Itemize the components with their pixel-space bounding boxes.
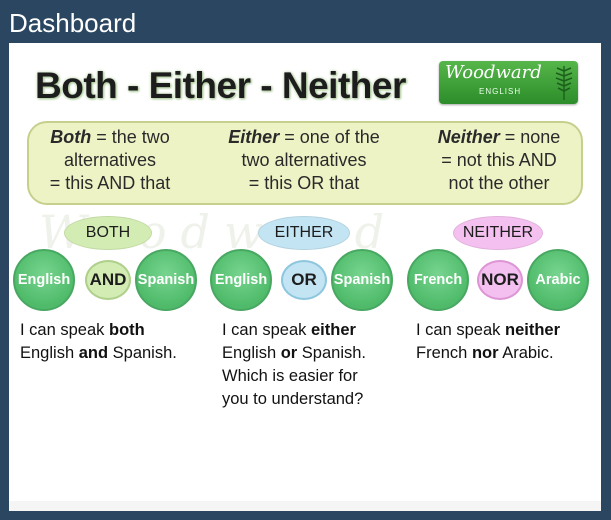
definition-line: = none xyxy=(499,127,561,147)
definition-neither: Neither = none = not this AND not the ot… xyxy=(424,126,574,195)
language-circle-french: French xyxy=(407,249,469,311)
language-circle-arabic: Arabic xyxy=(527,249,589,311)
logo-subtitle: ENGLISH xyxy=(479,87,522,96)
example-text: Spanish. xyxy=(297,344,366,362)
definition-either: Either = one of the two alternatives = t… xyxy=(214,126,394,195)
language-circle-spanish: Spanish xyxy=(135,249,197,311)
definition-line: two alternatives xyxy=(241,150,367,170)
example-both: I can speak both English and Spanish. xyxy=(20,319,177,365)
infographic-image: Both - Either - Neither Woodward ENGLISH… xyxy=(9,43,601,511)
example-keyword: neither xyxy=(504,321,560,339)
conjunction-and: AND xyxy=(85,260,131,300)
definitions-box xyxy=(27,121,583,205)
dashboard-panel: Both - Either - Neither Woodward ENGLISH… xyxy=(9,43,601,511)
example-text: I can speak xyxy=(20,321,109,339)
example-either: I can speak either English or Spanish. W… xyxy=(222,319,366,411)
both-label-pill: BOTH xyxy=(64,216,152,250)
logo-wordmark: Woodward xyxy=(445,62,542,83)
example-text: Spanish. xyxy=(108,344,177,362)
example-keyword: or xyxy=(280,344,298,362)
definition-term: Both xyxy=(50,127,92,147)
image-bottom-strip xyxy=(9,501,601,511)
example-neither: I can speak neither French nor Arabic. xyxy=(416,319,560,365)
definition-line: = not this AND xyxy=(441,150,557,170)
example-text: you to understand? xyxy=(222,390,364,408)
example-keyword: either xyxy=(310,321,356,339)
either-label-pill: EITHER xyxy=(258,216,350,250)
language-circle-english: English xyxy=(13,249,75,311)
definition-both: Both = the two alternatives = this AND t… xyxy=(35,126,185,195)
language-circle-spanish: Spanish xyxy=(331,249,393,311)
example-text: Arabic. xyxy=(498,344,554,362)
definition-line: = the two xyxy=(91,127,170,147)
example-text: English xyxy=(20,344,79,362)
example-keyword: both xyxy=(108,321,145,339)
definition-line: not the other xyxy=(448,173,550,193)
language-circle-english: English xyxy=(210,249,272,311)
example-text: Which is easier for xyxy=(222,367,358,385)
brand-logo: Woodward ENGLISH xyxy=(439,61,578,104)
example-keyword: nor xyxy=(471,344,499,362)
example-text: French xyxy=(416,344,472,362)
infographic-title: Both - Either - Neither xyxy=(35,65,406,106)
neither-label-pill: NEITHER xyxy=(453,216,543,250)
example-keyword: and xyxy=(78,344,109,362)
example-text: English xyxy=(222,344,281,362)
conjunction-nor: NOR xyxy=(477,260,523,300)
page-title: Dashboard xyxy=(9,8,137,38)
fern-icon xyxy=(555,66,573,100)
definition-line: = one of the xyxy=(279,127,380,147)
example-text: I can speak xyxy=(222,321,311,339)
definition-term: Either xyxy=(228,127,280,147)
definition-term: Neither xyxy=(437,127,500,147)
definition-line: = this AND that xyxy=(49,173,171,193)
example-text: I can speak xyxy=(416,321,505,339)
definition-line: alternatives xyxy=(63,150,157,170)
conjunction-or: OR xyxy=(281,260,327,300)
definition-line: = this OR that xyxy=(248,173,360,193)
